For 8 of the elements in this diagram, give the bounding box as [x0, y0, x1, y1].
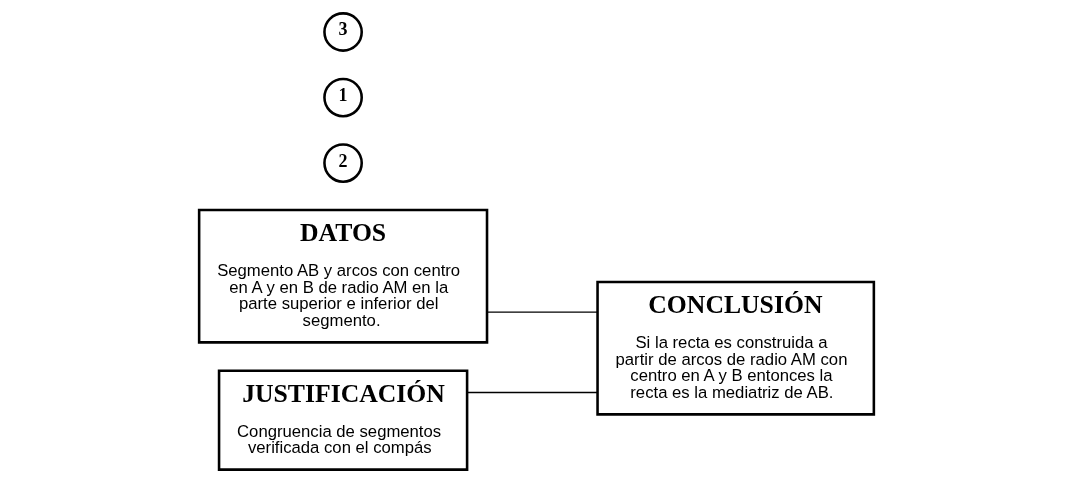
node-circle: 3	[322, 12, 363, 52]
connector	[485, 311, 598, 313]
node-box: CONCLUSIÓN Si la recta es construida a partir de arcos de radio AM con centro en A y B entonces la recta es la mediatriz de AB.	[595, 280, 875, 416]
node-circle: 2	[322, 143, 363, 184]
node-box: DATOS Segmento AB y arcos con centro en A y en B de radio AM en la parte superior e inferior del segmento.	[197, 208, 488, 344]
connector	[466, 391, 598, 394]
node-box: JUSTIFICACIÓN Congruencia de segmentos verificada con el compás	[217, 369, 468, 471]
node-circle: 1	[322, 77, 363, 118]
